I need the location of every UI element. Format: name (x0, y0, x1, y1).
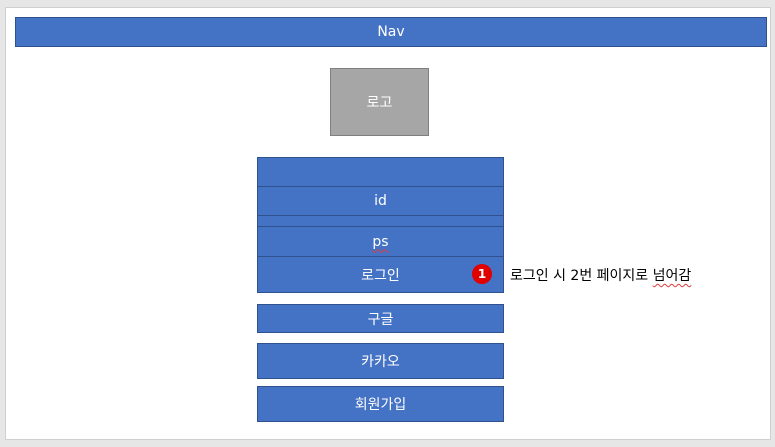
nav-bar[interactable]: Nav (15, 17, 767, 47)
password-field[interactable]: ps (257, 226, 504, 257)
login-button[interactable]: 로그인 (257, 256, 504, 293)
kakao-login-label: 카카오 (361, 354, 400, 370)
logo-placeholder: 로고 (330, 68, 429, 136)
login-form-header (257, 157, 504, 187)
logo-label: 로고 (366, 95, 393, 111)
password-field-label: ps (372, 233, 389, 250)
slide-canvas: Nav 로고 id ps 로그인 구글 카카오 회원가입 1 로그인 시 2번 … (5, 7, 771, 440)
google-login-label: 구글 (367, 311, 394, 328)
google-login-button[interactable]: 구글 (257, 304, 504, 333)
id-field-label: id (374, 193, 387, 209)
kakao-login-button[interactable]: 카카오 (257, 343, 504, 379)
nav-label: Nav (377, 24, 405, 40)
annotation-note-suffix: 넘어감 (652, 268, 692, 284)
login-button-label: 로그인 (361, 267, 400, 284)
id-field[interactable]: id (257, 186, 504, 216)
annotation-badge-number: 1 (477, 267, 487, 281)
annotation-badge: 1 (472, 264, 492, 284)
annotation-note: 로그인 시 2번 페이지로 넘어감 (510, 265, 691, 285)
annotation-note-prefix: 로그인 시 2번 페이지로 (510, 268, 653, 284)
signup-button[interactable]: 회원가입 (257, 386, 504, 422)
signup-button-label: 회원가입 (354, 397, 407, 413)
